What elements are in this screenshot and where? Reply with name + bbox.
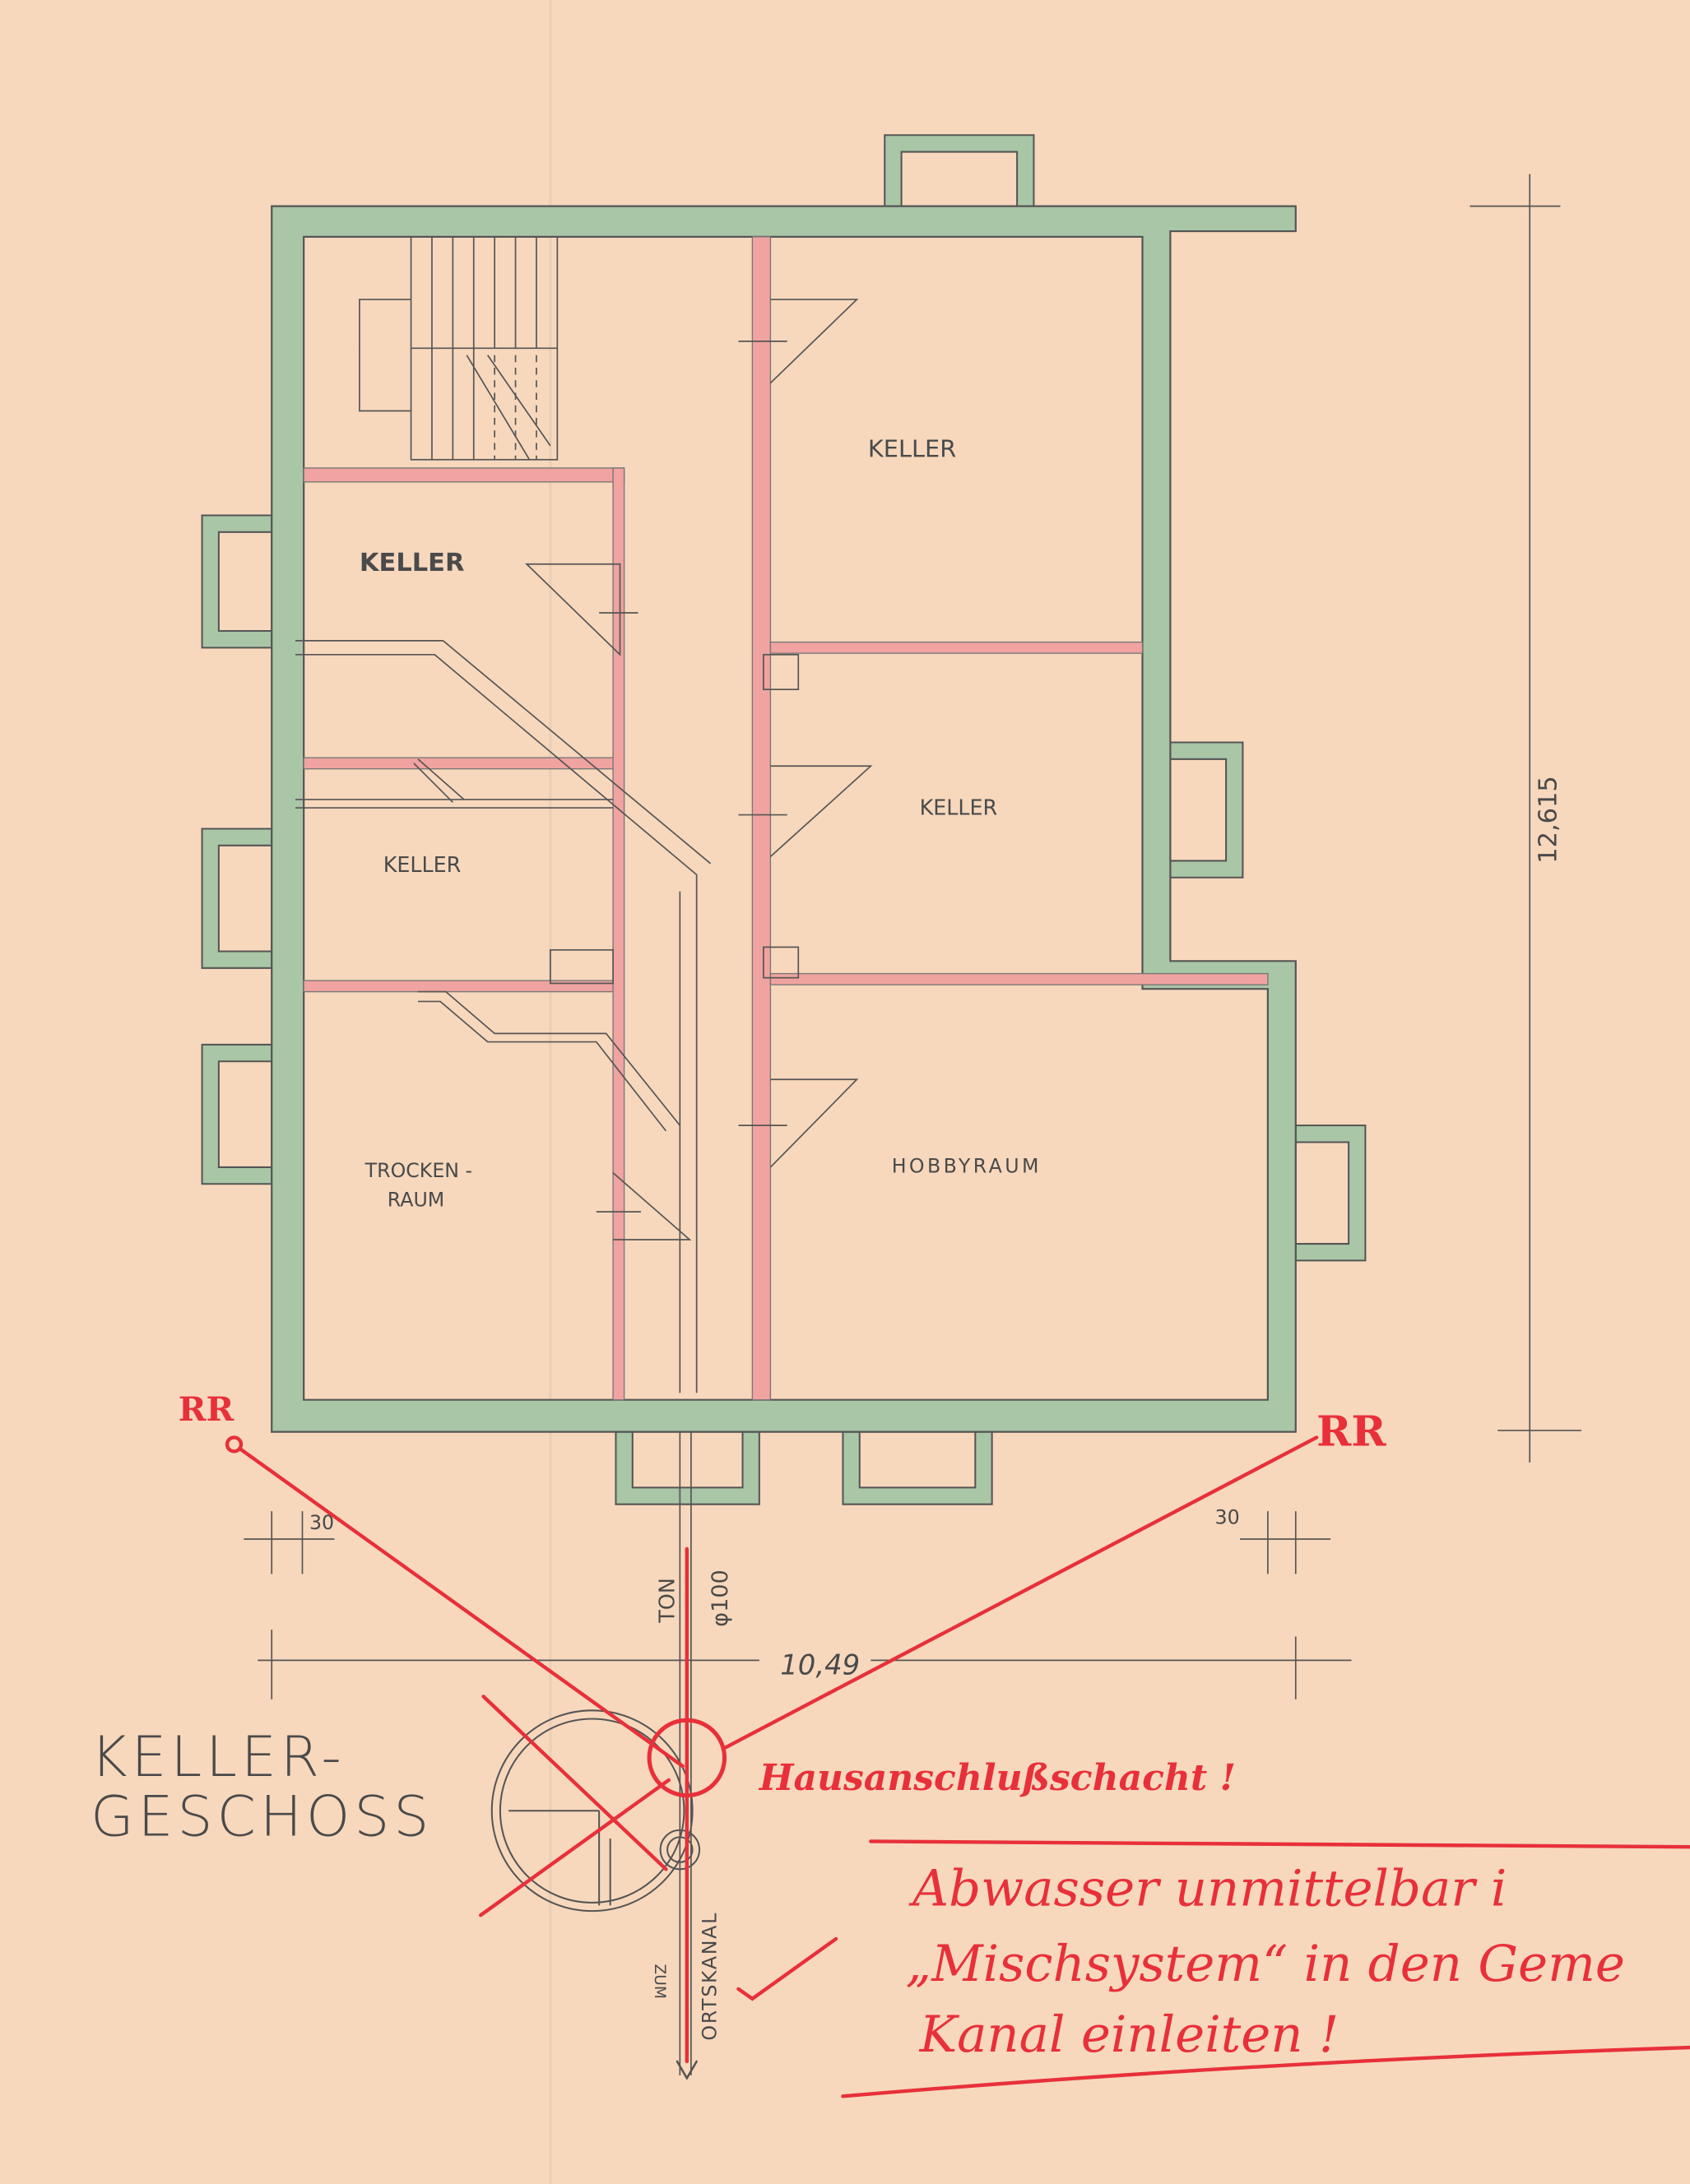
pipe-destination-2: ORTSKANAL — [698, 1912, 721, 2041]
pipe-destination-1: ZUM — [651, 1964, 668, 1998]
dimension-right-offset: 30 — [1215, 1505, 1240, 1528]
inspection-shaft — [490, 1709, 701, 1913]
note-line-1: Abwasser unmittelbar i — [908, 1859, 1507, 1917]
room-label-trockenraum-2: RAUM — [388, 1188, 444, 1211]
note-line-2: „Mischsystem“ in den Geme — [906, 1935, 1625, 1993]
window-bays — [201, 134, 1367, 1505]
pipe-material: TON — [655, 1578, 680, 1623]
red-annotations — [225, 1435, 1690, 2098]
partitions — [303, 236, 1269, 1401]
drawing-title-line1: KELLER- — [91, 1724, 346, 1789]
dimension-height: 12,615 — [1534, 776, 1562, 864]
room-label-hobbyraum: HOBBYRAUM — [892, 1155, 1042, 1178]
outer-walls — [271, 205, 1297, 1433]
drawing-title-line2: GESCHOSS — [91, 1784, 433, 1849]
room-label-keller-upper-left: KELLER — [360, 549, 465, 577]
dimension-width: 10,49 — [780, 1648, 860, 1681]
dimension-lines — [244, 174, 1581, 1699]
room-label-keller-middle-left: KELLER — [383, 852, 462, 877]
doors — [525, 299, 873, 1240]
pipes — [295, 640, 712, 2075]
room-label-keller-upper-right: KELLER — [868, 434, 956, 462]
room-labels: KELLER KELLER KELLER KELLER TROCKEN - RA… — [91, 434, 1042, 1849]
stairs — [359, 236, 559, 461]
rr-label-left: RR — [179, 1389, 234, 1429]
room-label-keller-middle-right: KELLER — [920, 795, 998, 820]
note-line-3: Kanal einleiten ! — [919, 2005, 1339, 2064]
pipe-diameter: φ100 — [708, 1570, 733, 1627]
room-label-trockenraum-1: TROCKEN - — [364, 1159, 472, 1182]
rr-label-right: RR — [1316, 1407, 1386, 1456]
shaft-note: Hausanschlußschacht ! — [758, 1757, 1236, 1799]
